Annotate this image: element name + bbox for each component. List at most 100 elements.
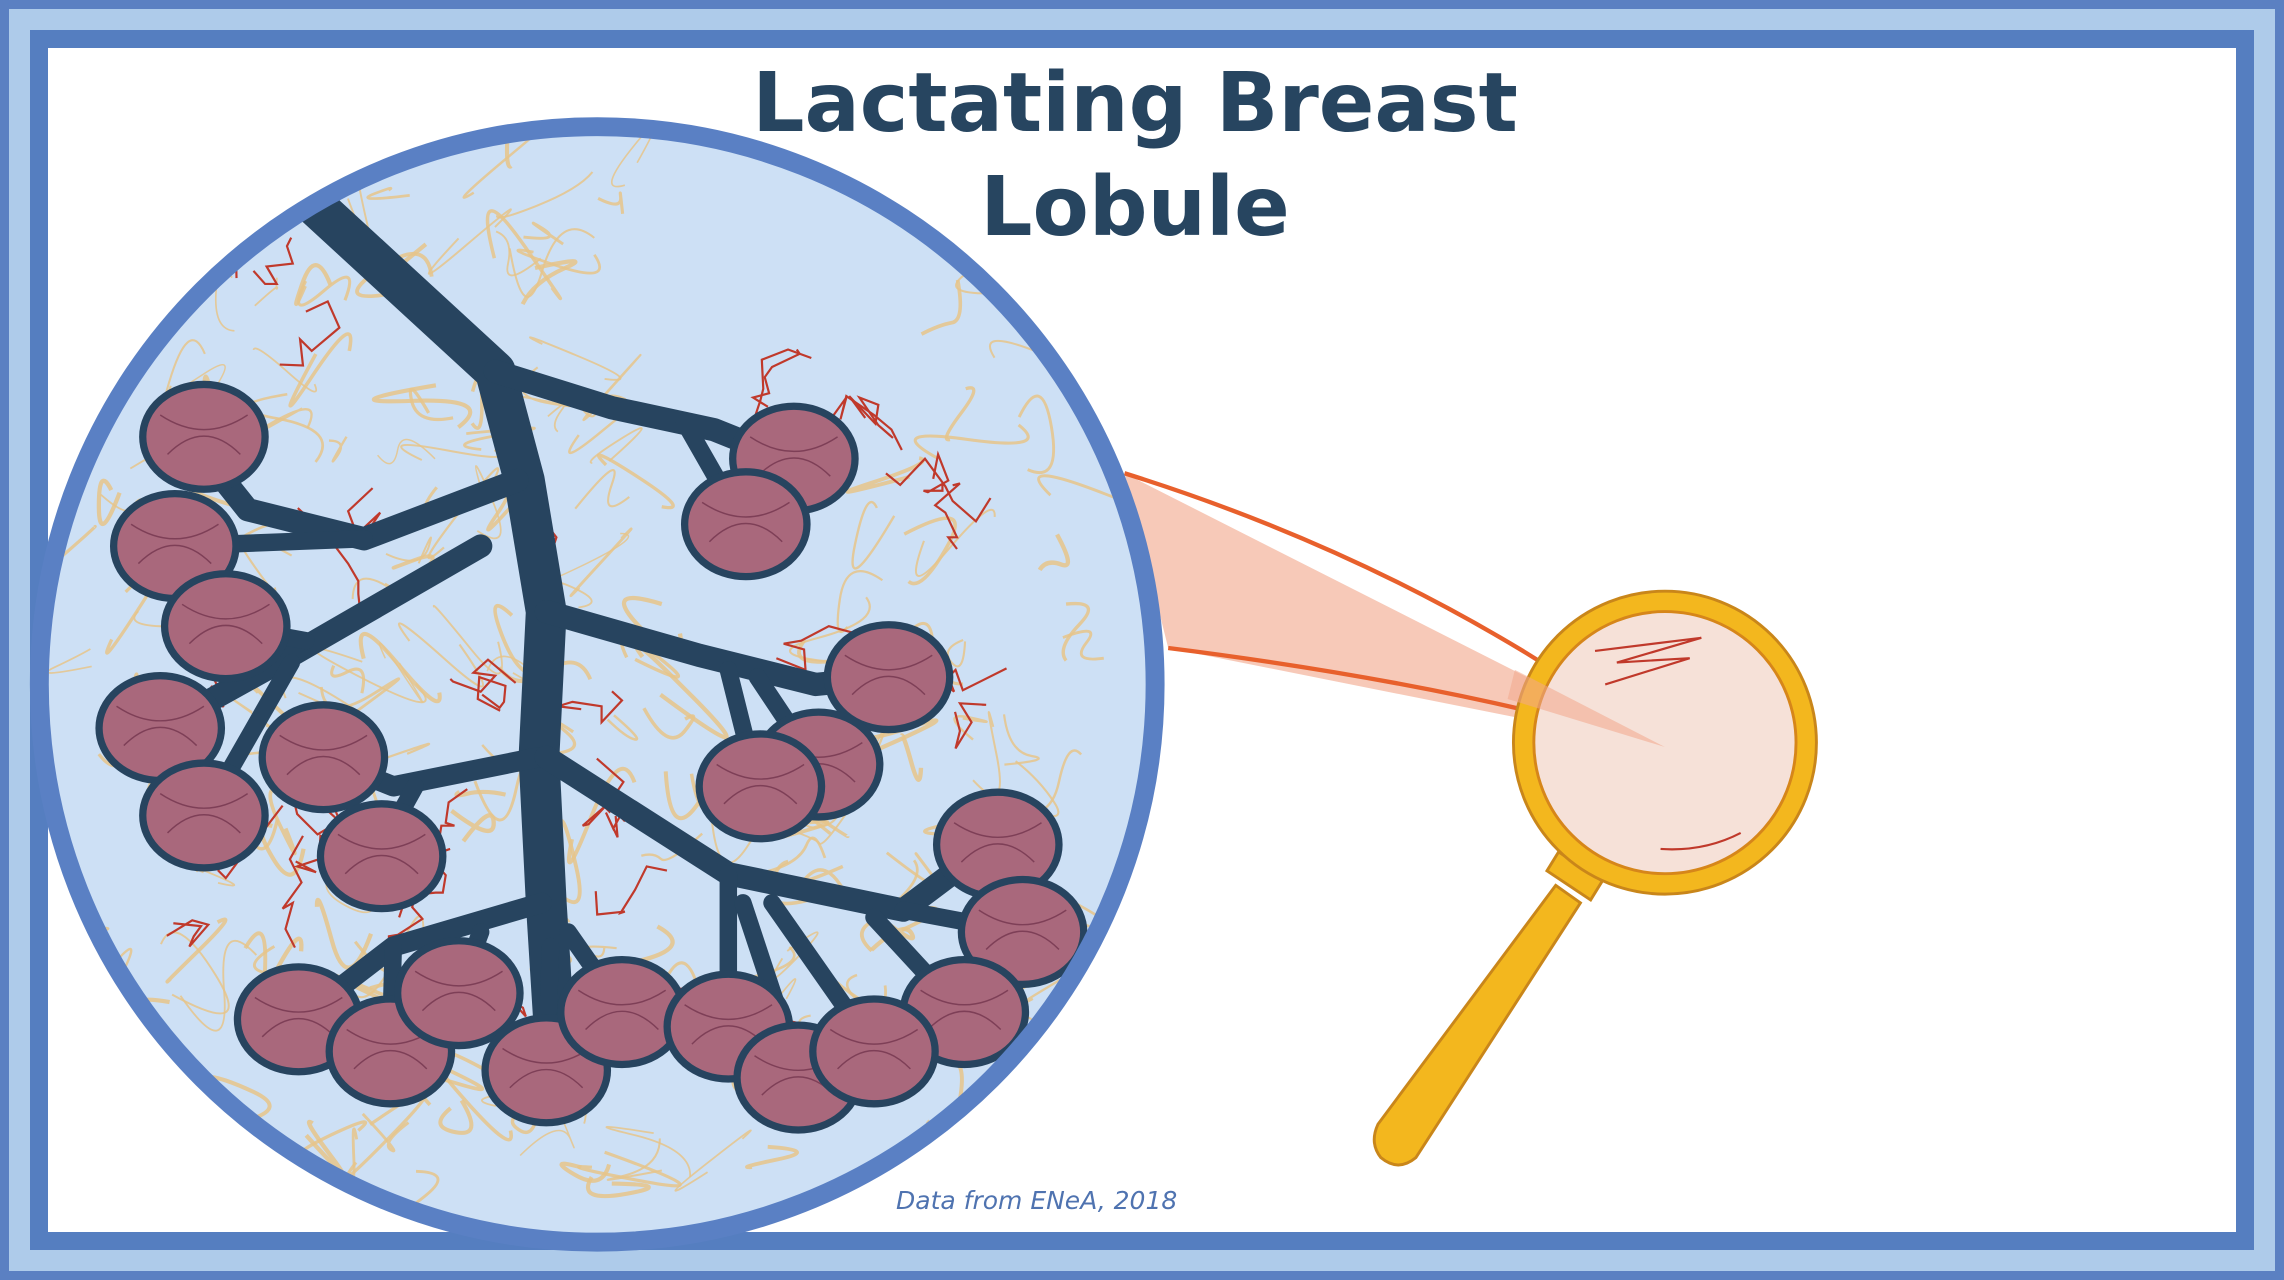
capillary [281, 835, 304, 949]
source-caption: Data from ENeA, 2018 [896, 1186, 1178, 1215]
fiber [96, 478, 122, 527]
fiber [585, 1176, 651, 1199]
fiber [366, 186, 410, 200]
alveolus-detail [829, 1028, 919, 1070]
fiber [432, 604, 503, 675]
fiber [495, 230, 542, 277]
alveolus-detail [920, 989, 1009, 1031]
capillary [934, 667, 1008, 693]
fiber [314, 897, 373, 970]
alveolus-detail [953, 822, 1042, 863]
fiber [1042, 1027, 1119, 1100]
capillary [594, 865, 668, 916]
title-line-1: Lactating Breast [752, 56, 1518, 151]
fiber [529, 336, 622, 381]
fiber [606, 1138, 663, 1181]
capillary [279, 299, 341, 367]
capillary [476, 675, 507, 712]
fiber [83, 227, 175, 257]
alveoli [95, 380, 1088, 1134]
fiber [304, 1119, 345, 1175]
title-line-2: Lobule [980, 160, 1290, 255]
capillary [953, 702, 987, 750]
fiber [1062, 629, 1104, 661]
fiber [596, 453, 675, 510]
fiber [1002, 714, 1040, 766]
fiber [574, 469, 630, 510]
alveolus-detail [279, 734, 368, 776]
fiber [674, 1129, 752, 1192]
fiber [385, 536, 432, 564]
alveolus-detail [978, 909, 1067, 950]
fiber [377, 438, 436, 465]
fiber [330, 665, 366, 694]
fiber [72, 154, 144, 198]
fiber [358, 631, 442, 704]
fiber [371, 383, 473, 429]
fiber [462, 126, 554, 199]
fiber [438, 1099, 474, 1135]
alveolus-detail [701, 501, 790, 543]
fiber [1037, 533, 1070, 572]
fiber [206, 1074, 272, 1122]
fiber [454, 789, 507, 798]
fiber [179, 174, 249, 218]
fiber [50, 969, 119, 1004]
fiber [91, 208, 166, 276]
alveolus-detail [130, 523, 219, 565]
fiber [179, 939, 258, 1032]
alveolus-detail [844, 654, 933, 696]
alveolus-detail [159, 793, 249, 834]
fiber [191, 176, 253, 226]
capillary [166, 919, 211, 948]
fiber [150, 1098, 204, 1126]
fiber [1027, 304, 1080, 328]
fiber [39, 981, 121, 1042]
fiber [606, 714, 639, 741]
alveolus-detail [749, 436, 838, 477]
capillary [923, 450, 950, 494]
fiber [450, 809, 496, 843]
fiber [328, 436, 348, 463]
fiber [520, 259, 578, 306]
fiber [175, 141, 266, 183]
fiber [547, 403, 566, 433]
capillary [775, 624, 853, 672]
capillary [252, 237, 295, 286]
capillary [750, 348, 802, 408]
fiber [519, 1116, 575, 1157]
capillary [885, 457, 992, 523]
page-title: Lactating Breast Lobule [700, 52, 1570, 260]
fiber [85, 220, 129, 277]
capillary [449, 658, 517, 693]
alveolus-detail [414, 970, 503, 1012]
fiber [508, 228, 595, 298]
fiber [1061, 601, 1091, 662]
fiber [764, 836, 827, 874]
fiber [914, 508, 996, 577]
fiber [493, 603, 533, 676]
alveolus-detail [181, 603, 270, 645]
capillary [933, 482, 961, 550]
fiber [597, 191, 625, 214]
fiber [43, 999, 127, 1056]
fiber [745, 1144, 799, 1170]
fiber [851, 501, 896, 570]
magnifier-icon [1372, 589, 1818, 1167]
capillary [826, 394, 903, 451]
fiber [288, 332, 353, 408]
fiber [1017, 394, 1056, 475]
fiber [485, 209, 563, 301]
alveolus-detail [116, 705, 205, 747]
lobule-circle [39, 126, 1156, 1243]
fiber [803, 864, 852, 903]
fiber [427, 208, 512, 275]
fiber [523, 221, 564, 246]
fiber [245, 392, 324, 463]
fiber [642, 707, 696, 740]
fiber [361, 1112, 410, 1153]
alveolus-detail [159, 414, 249, 455]
fiber [605, 1126, 691, 1178]
fiber [920, 279, 963, 336]
